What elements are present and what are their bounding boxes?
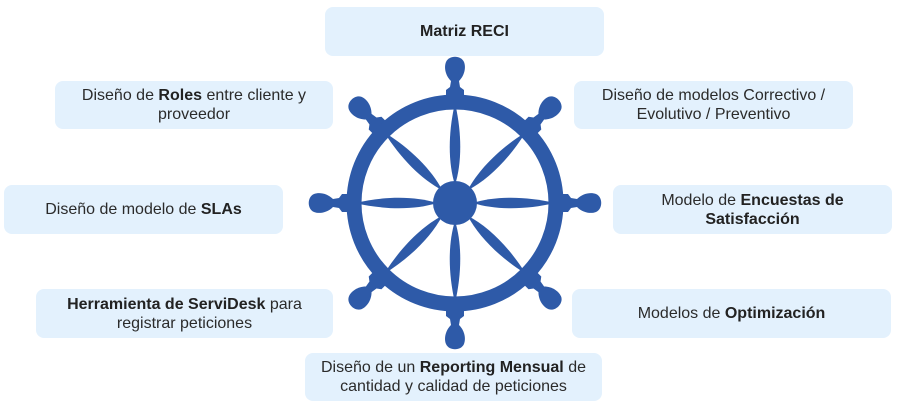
wheel-spoke bbox=[384, 215, 443, 274]
box-text: Modelos de Optimización bbox=[638, 304, 826, 323]
wheel-spoke bbox=[449, 103, 461, 185]
text-pre: Diseño de modelo de bbox=[45, 201, 201, 218]
box-text: Herramienta de ServiDesk para registrar … bbox=[44, 295, 325, 333]
text-pre: Diseño de bbox=[81, 87, 159, 104]
text-post: para registrar peticiones bbox=[116, 295, 302, 332]
text-pre: Diseño de modelos Correctivo / Evolutivo… bbox=[601, 87, 826, 123]
text-bold: Herramienta de ServiDesk bbox=[67, 295, 266, 313]
ship-wheel-icon bbox=[308, 56, 602, 350]
text-bold: Optimización bbox=[724, 305, 826, 322]
box-modelos-correctivo: Diseño de modelos Correctivo / Evolutivo… bbox=[574, 81, 853, 129]
box-matriz-reci: Matriz RECI bbox=[325, 7, 604, 56]
text-bold: SLAs bbox=[200, 201, 242, 218]
box-slas: Diseño de modelo de SLAs bbox=[4, 185, 283, 234]
text-pre: Diseño de un bbox=[321, 359, 420, 376]
box-title: Matriz RECI bbox=[420, 23, 509, 40]
box-text: Diseño de modelos Correctivo / Evolutivo… bbox=[582, 86, 845, 124]
box-text: Diseño de Roles entre cliente y proveedo… bbox=[63, 86, 325, 124]
box-servidesk: Herramienta de ServiDesk para registrar … bbox=[36, 289, 333, 338]
text-pre: Modelos de bbox=[637, 305, 725, 322]
box-text: Modelo de Encuestas de Satisfacción bbox=[621, 191, 884, 229]
wheel-spoke bbox=[473, 197, 555, 209]
wheel-handle bbox=[555, 193, 602, 213]
wheel-rim bbox=[346, 94, 564, 312]
text-bold: Encuestas de Satisfacción bbox=[705, 191, 844, 228]
text-bold: Roles bbox=[158, 87, 202, 104]
box-text: Diseño de un Reporting Mensual de cantid… bbox=[313, 358, 594, 396]
wheel-handle bbox=[445, 56, 465, 103]
wheel-handle bbox=[308, 193, 355, 213]
text-post: de cantidad y calidad de peticiones bbox=[340, 359, 586, 395]
wheel-hub bbox=[433, 181, 477, 225]
text-bold: Reporting Mensual bbox=[419, 359, 564, 376]
wheel-spoke bbox=[467, 132, 526, 191]
text-pre: Modelo de bbox=[661, 191, 741, 209]
box-roles: Diseño de Roles entre cliente y proveedo… bbox=[55, 81, 333, 129]
wheel-spoke bbox=[355, 197, 437, 209]
wheel-spoke bbox=[449, 221, 461, 303]
wheel-handle bbox=[445, 303, 465, 350]
box-text: Diseño de modelo de SLAs bbox=[45, 200, 242, 219]
box-optimizacion: Modelos de Optimización bbox=[572, 289, 891, 338]
wheel-spoke bbox=[467, 215, 526, 274]
box-reporting: Diseño de un Reporting Mensual de cantid… bbox=[305, 353, 602, 401]
box-encuestas: Modelo de Encuestas de Satisfacción bbox=[613, 185, 892, 234]
text-post: entre cliente y proveedor bbox=[157, 87, 307, 123]
wheel-spoke bbox=[384, 132, 443, 191]
